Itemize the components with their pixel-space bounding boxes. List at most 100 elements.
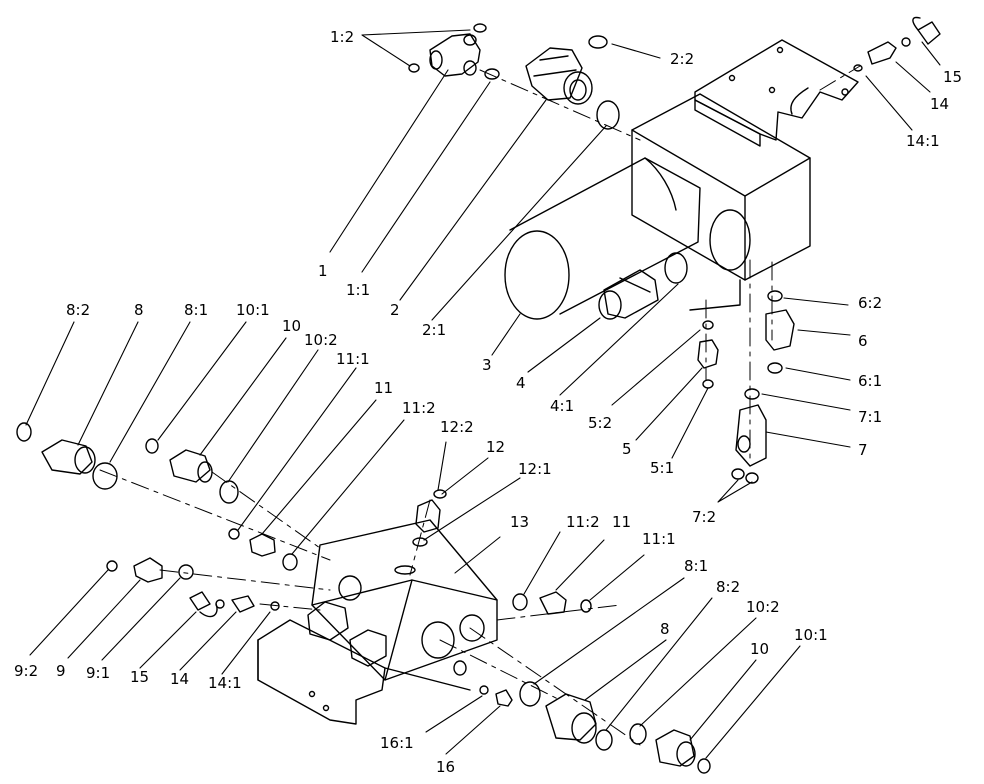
- o-ring-10-2-right: [629, 723, 647, 745]
- callout-14-1-top: 14:1: [906, 132, 940, 150]
- fitting-2: [525, 47, 593, 105]
- dust-cap-15-top: [912, 16, 941, 45]
- o-ring-11-1-right: [580, 599, 592, 613]
- solenoid-cartridge-3: [504, 157, 701, 320]
- callout-15-top: 15: [943, 68, 963, 86]
- o-ring-2-2: [588, 35, 608, 49]
- callout-12-1: 12:1: [518, 460, 552, 478]
- callout-10-right: 10: [750, 640, 770, 658]
- o-ring-8-2-left: [16, 422, 32, 442]
- callout-11-1-left: 11:1: [336, 350, 370, 368]
- callout-10-1-left: 10:1: [236, 301, 270, 319]
- callout-2-1: 2:1: [422, 321, 447, 339]
- o-ring-1-1: [484, 68, 500, 80]
- callout-14-bottom: 14: [170, 670, 190, 688]
- o-ring-14-1-bottom: [270, 601, 280, 611]
- callout-16: 16: [436, 758, 456, 776]
- callout-5-2: 5:2: [588, 414, 613, 432]
- callout-1: 1: [318, 262, 328, 280]
- fitting-9: [133, 557, 163, 583]
- callout-10-2-right: 10:2: [746, 598, 780, 616]
- valve-body-block: [631, 93, 811, 311]
- fitting-6: [765, 290, 795, 374]
- tee-fitting-7: [731, 388, 767, 484]
- o-ring-16-1: [479, 685, 489, 695]
- callout-11-left: 11: [374, 379, 394, 397]
- callout-11-2-right: 11:2: [566, 513, 600, 531]
- callout-6-1: 6:1: [858, 372, 883, 390]
- manifold-block-13: [311, 519, 498, 681]
- callout-9: 9: [56, 662, 66, 680]
- upper-mounting-bracket: [694, 39, 859, 147]
- o-ring-11-2-right: [512, 593, 528, 611]
- callout-7-2: 7:2: [692, 508, 717, 526]
- callout-11-2-left: 11:2: [402, 399, 436, 417]
- callout-10-left: 10: [282, 317, 302, 335]
- o-ring-8-2-right: [595, 729, 613, 751]
- callout-9-2: 9:2: [14, 662, 39, 680]
- fitting-11-right: [539, 591, 567, 615]
- callout-8-1-right: 8:1: [684, 557, 709, 575]
- lower-mounting-bracket: [257, 619, 471, 725]
- o-ring-14-1-top: [853, 64, 863, 72]
- callout-1-1: 1:1: [346, 281, 371, 299]
- o-ring-11-1-left: [228, 528, 240, 540]
- callout-2-2-top: 2:2: [670, 50, 695, 68]
- callout-4: 4: [516, 374, 526, 392]
- callout-10-2-left: 10:2: [304, 331, 338, 349]
- o-ring-4-1: [664, 252, 688, 284]
- tee-fitting-1: [429, 33, 481, 77]
- callout-16-1: 16:1: [380, 734, 414, 752]
- callout-4-1: 4:1: [550, 397, 575, 415]
- o-ring-8-1-right: [519, 681, 541, 707]
- o-ring-10-1-right: [697, 758, 711, 774]
- plug-16: [495, 689, 513, 707]
- o-ring-2-1: [596, 100, 620, 130]
- callout-6: 6: [858, 332, 868, 350]
- hex-plugs: [307, 601, 387, 667]
- callout-14-top: 14: [930, 95, 950, 113]
- callout-13: 13: [510, 513, 530, 531]
- fitting-10-right: [655, 729, 696, 767]
- o-ring-1-2a: [473, 23, 487, 33]
- callout-7-1: 7:1: [858, 408, 883, 426]
- callout-3: 3: [482, 356, 492, 374]
- callout-10-1-right: 10:1: [794, 626, 828, 644]
- fitting-8-right: [545, 693, 597, 744]
- callout-8-right: 8: [660, 620, 670, 638]
- o-ring-9-2: [106, 560, 118, 572]
- dust-cap-15-bottom: [189, 591, 218, 618]
- callout-15-bottom: 15: [130, 668, 150, 686]
- callout-8-2-left: 8:2: [66, 301, 91, 319]
- callout-12: 12: [486, 438, 506, 456]
- test-port-14-bottom: [215, 595, 255, 613]
- callout-8-2-right: 8:2: [716, 578, 741, 596]
- o-ring-1-2b: [408, 63, 420, 73]
- callout-6-2: 6:2: [858, 294, 883, 312]
- o-ring-9-1: [178, 564, 194, 580]
- fitting-8-left: [41, 439, 96, 475]
- callout-8-1-left: 8:1: [184, 301, 209, 319]
- callout-11-right: 11: [612, 513, 632, 531]
- fitting-4: [598, 269, 659, 320]
- callout-14-1-bottom: 14:1: [208, 674, 242, 692]
- fitting-5: [697, 320, 719, 389]
- o-ring-11-2-left: [282, 553, 298, 571]
- callout-5: 5: [622, 440, 632, 458]
- dashed-center-lines: [99, 65, 861, 746]
- callout-8-left: 8: [134, 301, 144, 319]
- callout-2: 2: [390, 301, 400, 319]
- leader-lines: [25, 29, 941, 759]
- callout-7: 7: [858, 441, 868, 459]
- callout-12-2: 12:2: [440, 418, 474, 436]
- callout-1-2-top: 1:2: [330, 28, 355, 46]
- o-ring-10-2-left: [219, 480, 239, 504]
- callout-11-1-right: 11:1: [642, 530, 676, 548]
- fitting-12: [412, 489, 447, 547]
- o-ring-8-1-left: [92, 462, 118, 490]
- o-ring-10-1-left: [145, 438, 159, 454]
- callout-5-1: 5:1: [650, 459, 675, 477]
- fitting-10-left: [169, 449, 213, 483]
- test-port-14-top: [867, 37, 911, 65]
